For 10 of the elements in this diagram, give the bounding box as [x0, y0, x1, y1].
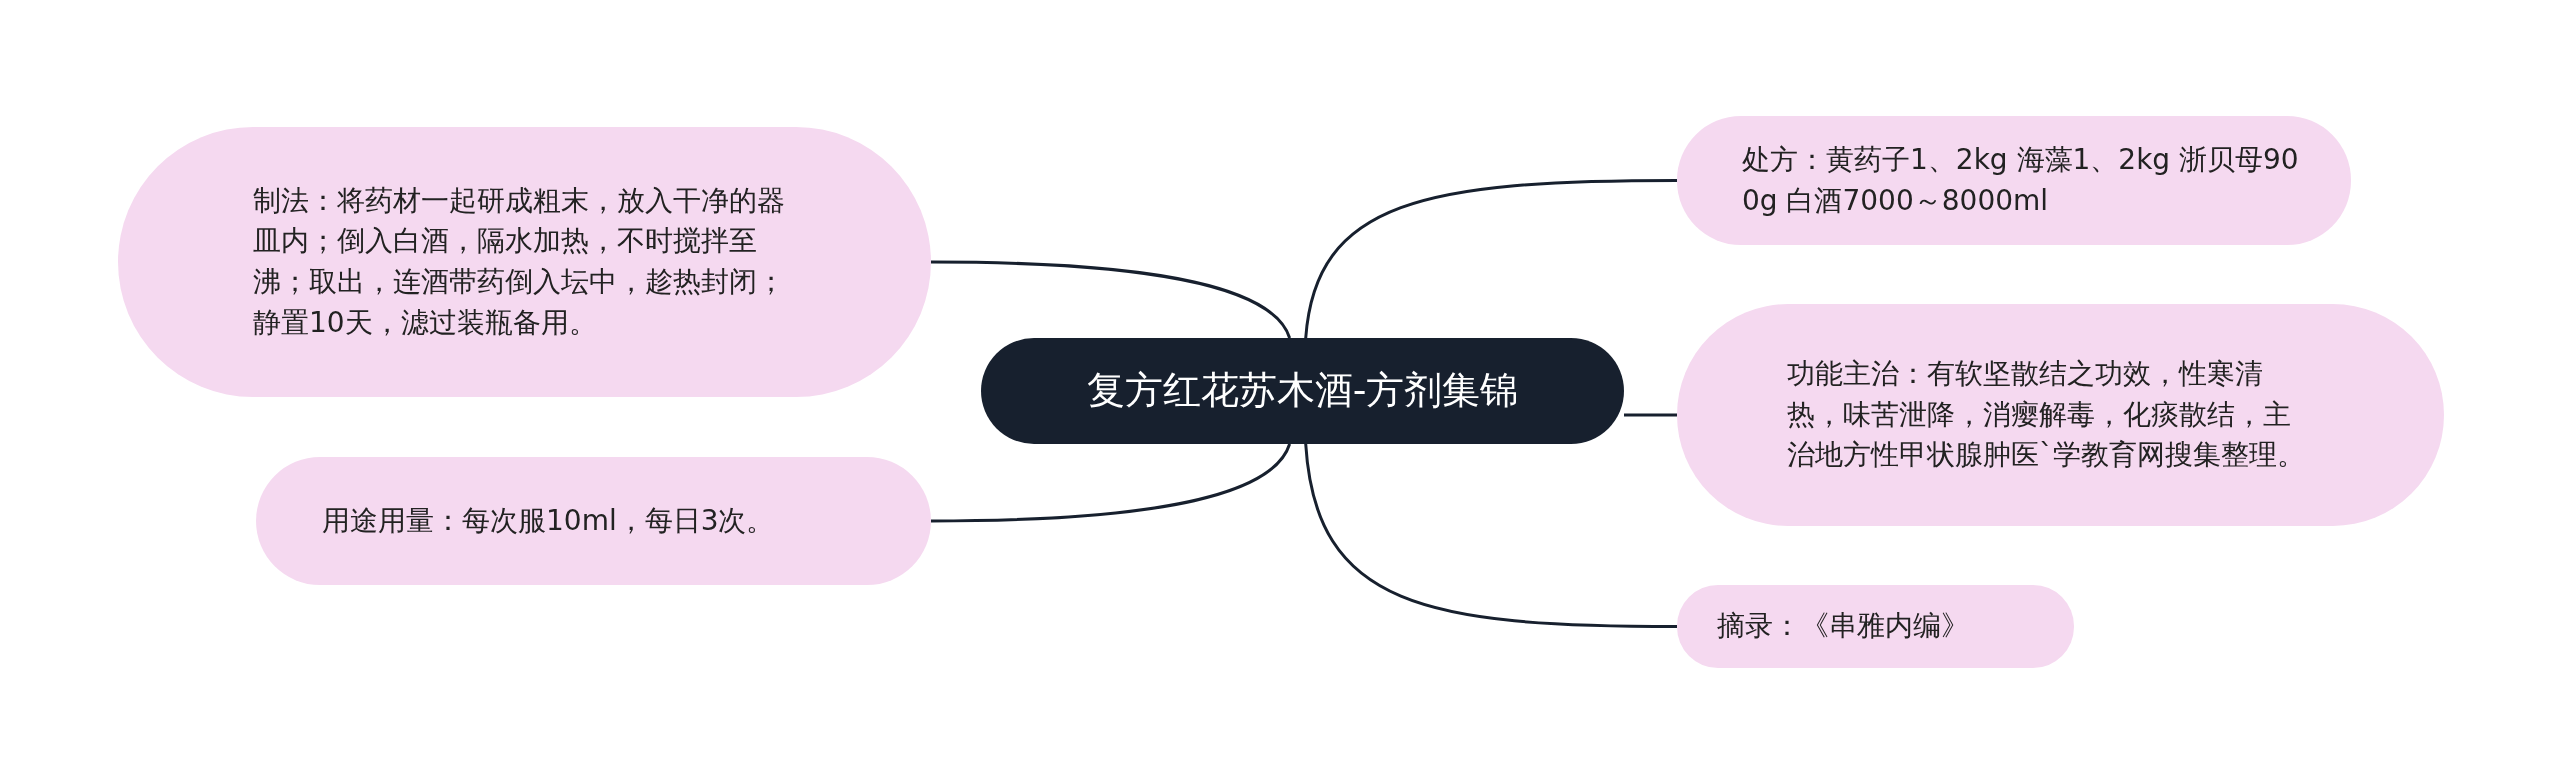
topic-text: 制法：将药材一起研成粗末，放入干净的器皿内；倒入白酒，隔水加热，不时搅拌至沸；取出，连酒带药倒入坛中，趁热封闭；静置10天，滤过装瓶备用。	[253, 182, 786, 341]
topic-text: 复方红花苏木酒-方剂集锦	[1086, 367, 1519, 415]
topic-text: 用途用量：每次服10ml，每日3次。	[322, 502, 775, 539]
connector-line	[1304, 179, 1677, 339]
topic-text: 摘录：《串雅内编》	[1717, 608, 1969, 645]
connector-line	[931, 260, 1291, 339]
connector-line	[931, 443, 1291, 523]
topic-text: 处方：黄药子1、2kg 海藻1、2kg 浙贝母900g 白酒7000～8000ml	[1742, 141, 2300, 219]
topic-text: 功能主治：有软坚散结之功效，性寒清热，味苦泄降，消瘿解毒，化痰散结，主治地方性甲状腺肿医`学教育网搜集整理。	[1787, 356, 2306, 474]
connector-line	[1624, 413, 1677, 417]
